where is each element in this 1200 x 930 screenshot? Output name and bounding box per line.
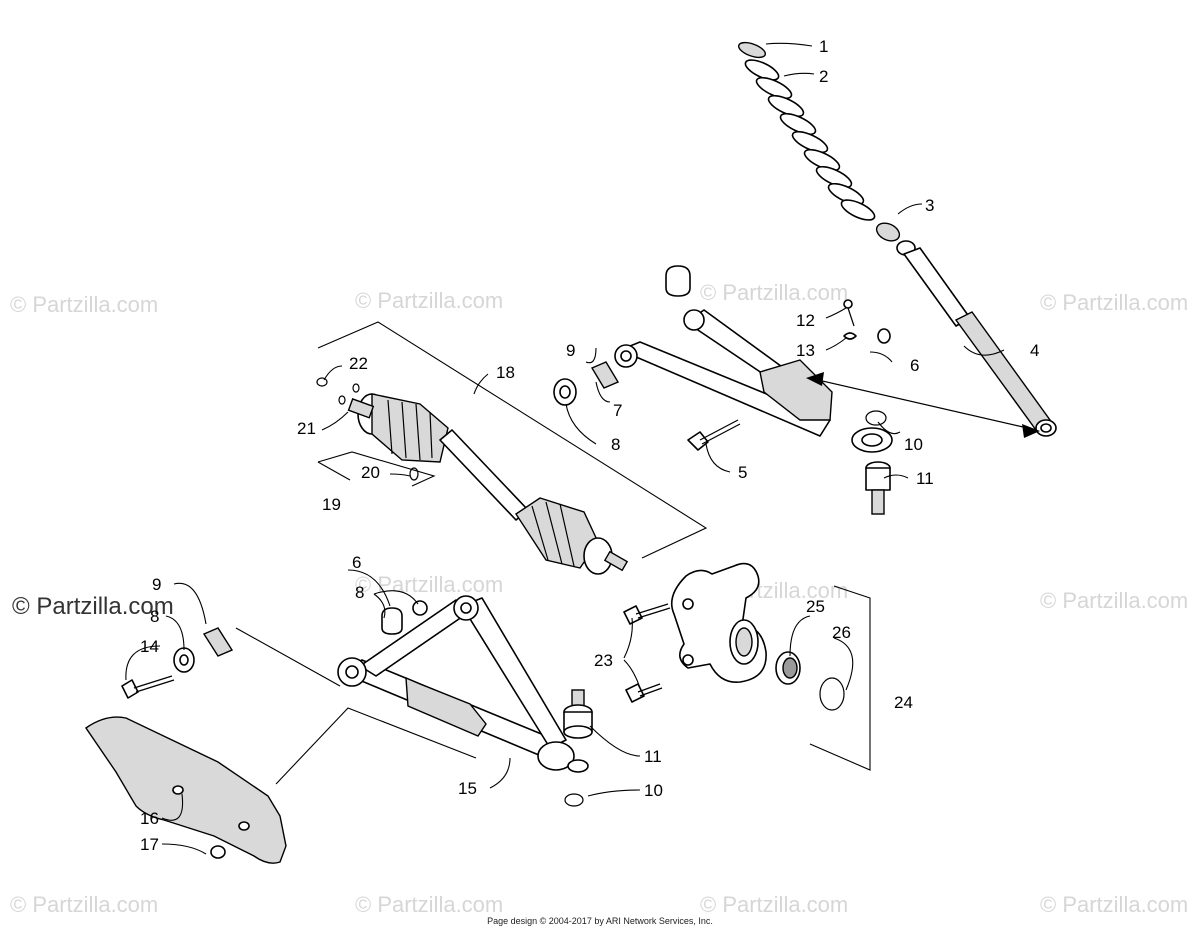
outer-spline bbox=[603, 550, 629, 572]
callout-20: 20 bbox=[361, 463, 380, 482]
callout-8: 8 bbox=[611, 435, 620, 454]
watermark: © Partzilla.com bbox=[355, 892, 503, 917]
callout-7: 7 bbox=[613, 401, 622, 420]
circlip-small bbox=[352, 383, 360, 393]
page-footer: Page design © 2004-2017 by ARI Network S… bbox=[487, 916, 713, 926]
callout-11: 11 bbox=[916, 469, 934, 488]
callout-24: 24 bbox=[894, 693, 913, 712]
cv-axle-assembly bbox=[316, 321, 708, 575]
lower-arm-plate bbox=[405, 676, 487, 737]
callout-16: 16 bbox=[140, 809, 159, 828]
shock-mount-bracket bbox=[759, 359, 833, 421]
callout-3: 3 bbox=[925, 196, 934, 215]
shock-absorber bbox=[903, 247, 1057, 437]
cotter-pin bbox=[843, 299, 855, 327]
callout-9: 9 bbox=[566, 341, 575, 360]
ball-joint-upper bbox=[865, 461, 891, 515]
watermark: © Partzilla.com bbox=[10, 892, 158, 917]
callout-11b: 11 bbox=[644, 747, 662, 766]
upper-arm-rear-eye bbox=[683, 309, 705, 331]
callout-8b: 8 bbox=[355, 583, 364, 602]
bushing bbox=[665, 265, 691, 297]
watermark: © Partzilla.com bbox=[355, 288, 503, 313]
watermark: © Partzilla.com bbox=[1040, 588, 1188, 613]
callout-4: 4 bbox=[1030, 341, 1039, 360]
leader-lines bbox=[125, 42, 1005, 855]
clip bbox=[843, 332, 857, 340]
callout-25: 25 bbox=[806, 597, 825, 616]
callout-14: 14 bbox=[140, 637, 159, 656]
knuckle-bolt-lower bbox=[625, 683, 663, 703]
skid-plate-assembly bbox=[85, 716, 287, 864]
watermark: © Partzilla.com bbox=[700, 892, 848, 917]
nut bbox=[877, 328, 891, 344]
callout-13: 13 bbox=[796, 341, 815, 360]
lower-bushing-sleeve bbox=[202, 627, 234, 657]
watermark-layer: © Partzilla.com © Partzilla.com © Partzi… bbox=[10, 280, 1188, 917]
lower-bushing bbox=[381, 607, 403, 635]
callout-10: 10 bbox=[904, 435, 923, 454]
callout-1: 1 bbox=[819, 37, 828, 56]
spring-retainer-top bbox=[737, 41, 767, 59]
axle-group-bracket bbox=[317, 321, 708, 559]
axle-shaft bbox=[439, 429, 529, 521]
callout-18: 18 bbox=[496, 363, 515, 382]
callout-2: 2 bbox=[819, 67, 828, 86]
lower-nut bbox=[412, 600, 428, 616]
circlip bbox=[316, 377, 328, 387]
watermark: © Partzilla.com bbox=[700, 280, 848, 305]
boot-kit-bracket bbox=[317, 451, 436, 487]
callout-8c: 8 bbox=[150, 607, 159, 626]
lower-arm-bracket bbox=[275, 707, 477, 785]
install-arrow bbox=[806, 372, 1040, 438]
callout-15: 15 bbox=[458, 779, 477, 798]
callout-21: 21 bbox=[297, 419, 316, 438]
skid-guard bbox=[85, 716, 287, 864]
guard-fastener bbox=[210, 845, 226, 859]
spring-retainer-bottom bbox=[875, 222, 901, 242]
bushing-sleeve bbox=[590, 361, 620, 389]
watermark: © Partzilla.com bbox=[1040, 290, 1188, 315]
callout-26: 26 bbox=[832, 623, 851, 642]
lower-bolt bbox=[121, 675, 175, 699]
bearing-snap-ring bbox=[819, 677, 845, 711]
callout-19: 19 bbox=[322, 495, 341, 514]
callout-9b: 9 bbox=[152, 575, 161, 594]
knuckle-bolt-upper bbox=[623, 603, 671, 625]
watermark: © Partzilla.com bbox=[1040, 892, 1188, 917]
snap-ring-upper bbox=[865, 410, 887, 426]
upper-a-arm-assembly bbox=[553, 265, 893, 515]
lower-a-arm-assembly bbox=[121, 595, 593, 807]
snap-ring-lower bbox=[564, 793, 584, 807]
knuckle-group-bracket bbox=[809, 585, 871, 771]
callout-6: 6 bbox=[910, 356, 919, 375]
ball-joint-lower bbox=[563, 689, 593, 739]
callout-labels: 1 2 3 4 5 6 7 8 9 10 11 12 13 18 19 20 2… bbox=[140, 37, 1039, 854]
callout-10b: 10 bbox=[644, 781, 663, 800]
inner-stub-shaft bbox=[347, 398, 375, 419]
lower-ball-joint-housing bbox=[537, 741, 575, 771]
callout-12: 12 bbox=[796, 311, 815, 330]
callout-22: 22 bbox=[349, 354, 368, 373]
callout-5: 5 bbox=[738, 463, 747, 482]
upper-bolt bbox=[687, 419, 741, 451]
knuckle-assembly bbox=[623, 562, 871, 771]
lower-arm-bracket bbox=[235, 627, 341, 687]
callout-17: 17 bbox=[140, 835, 159, 854]
callout-6b: 6 bbox=[352, 553, 361, 572]
inner-cv-boot bbox=[371, 393, 449, 463]
boot-clamp bbox=[409, 467, 419, 481]
callout-23: 23 bbox=[594, 651, 613, 670]
watermark-featured: © Partzilla.com bbox=[12, 593, 174, 620]
watermark: © Partzilla.com bbox=[10, 292, 158, 317]
coil-spring bbox=[744, 59, 876, 221]
circlip-small bbox=[338, 395, 346, 405]
shock-assembly bbox=[737, 41, 1057, 437]
